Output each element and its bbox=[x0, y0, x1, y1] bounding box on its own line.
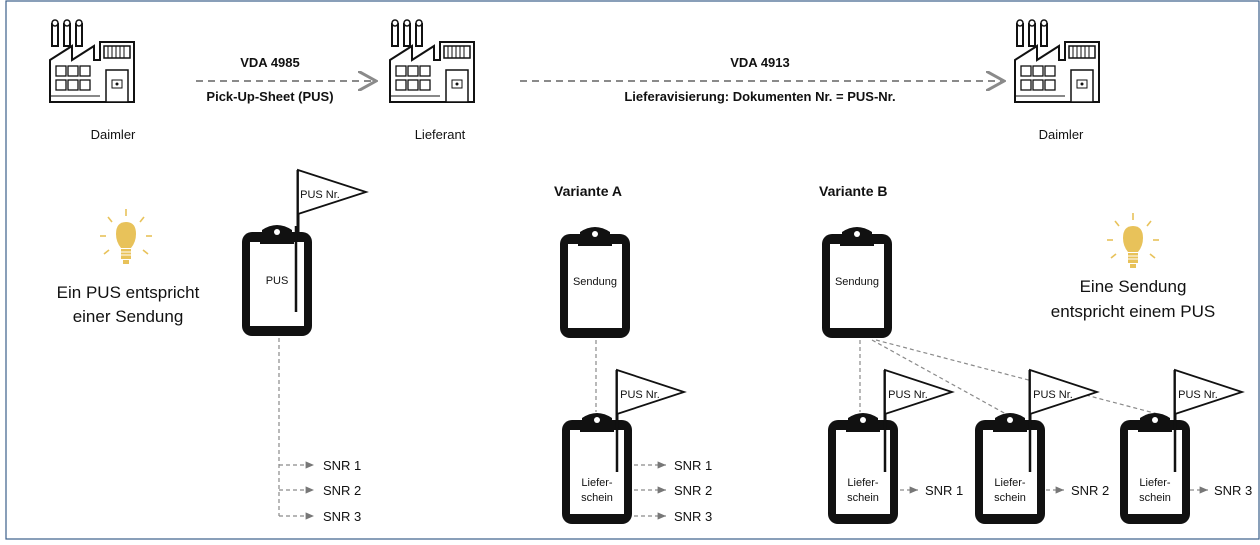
variant-b-lieferschein-3-icon bbox=[1120, 413, 1190, 524]
pus-snr-connectors bbox=[278, 338, 314, 520]
factory-lieferant-icon bbox=[389, 19, 475, 103]
variant-b-flag-1-label: PUS Nr. bbox=[888, 389, 928, 401]
variant-a-lieferschein-line1: Liefer- bbox=[581, 477, 613, 489]
variant-a-title: Variante A bbox=[554, 183, 622, 199]
factory-daimler-right-icon bbox=[1014, 19, 1100, 103]
variant-b-title: Variante B bbox=[819, 183, 887, 199]
factory-daimler-left-icon bbox=[49, 19, 135, 103]
arrow2-bottom-label: Lieferavisierung: Dokumenten Nr. = PUS-N… bbox=[624, 89, 895, 104]
variant-a-flag-label: PUS Nr. bbox=[620, 389, 660, 401]
variant-b-lieferschein-2-line2: schein bbox=[994, 492, 1026, 504]
right-note-line2: entspricht einem PUS bbox=[1051, 302, 1215, 321]
variant-b-snr-1: SNR 1 bbox=[925, 483, 963, 498]
variant-b-flag-2-label: PUS Nr. bbox=[1033, 389, 1073, 401]
outer-frame bbox=[5, 0, 1260, 540]
variant-b-flag-3-label: PUS Nr. bbox=[1178, 389, 1218, 401]
arrow2-top-label: VDA 4913 bbox=[730, 55, 790, 70]
factory-label-lieferant: Lieferant bbox=[415, 127, 466, 142]
variant-b-lieferschein-3-line1: Liefer- bbox=[1139, 477, 1171, 489]
variant-b-lieferschein-1-line1: Liefer- bbox=[847, 477, 879, 489]
variant-b-lieferschein-2-line1: Liefer- bbox=[994, 477, 1026, 489]
left-note-line2: einer Sendung bbox=[73, 307, 184, 326]
variant-b-connectors bbox=[859, 339, 1159, 415]
factory-label-daimler-right: Daimler bbox=[1039, 127, 1084, 142]
arrow1-bottom-label: Pick-Up-Sheet (PUS) bbox=[206, 89, 333, 104]
variant-b-lieferschein-2-icon bbox=[975, 413, 1045, 524]
pus-snr-1: SNR 1 bbox=[323, 458, 361, 473]
variant-b-sendung-label: Sendung bbox=[835, 276, 879, 288]
right-note-line1: Eine Sendung bbox=[1080, 277, 1187, 296]
variant-a-snr-2: SNR 2 bbox=[674, 483, 712, 498]
variant-a-lieferschein-line2: schein bbox=[581, 492, 613, 504]
variant-a-snr-1: SNR 1 bbox=[674, 458, 712, 473]
variant-b-lieferschein-1-line2: schein bbox=[847, 492, 879, 504]
lightbulb-icon bbox=[100, 209, 152, 264]
arrow1-top-label: VDA 4985 bbox=[240, 55, 300, 70]
left-note-line1: Ein PUS entspricht bbox=[57, 283, 200, 302]
variant-b-lieferschein-3-line2: schein bbox=[1139, 492, 1171, 504]
variant-a-snr-connectors bbox=[634, 461, 666, 520]
factory-label-daimler-left: Daimler bbox=[91, 127, 136, 142]
variant-b-snr-2: SNR 2 bbox=[1071, 483, 1109, 498]
variant-a-snr-3: SNR 3 bbox=[674, 509, 712, 524]
variant-b-lieferschein-1-icon bbox=[828, 413, 898, 524]
pus-snr-2: SNR 2 bbox=[323, 483, 361, 498]
pus-snr-3: SNR 3 bbox=[323, 509, 361, 524]
variant-b-snr-3: SNR 3 bbox=[1214, 483, 1252, 498]
lightbulb-icon bbox=[1107, 213, 1159, 268]
variant-a-sendung-label: Sendung bbox=[573, 276, 617, 288]
variant-a-lieferschein-clipboard-icon bbox=[562, 413, 632, 524]
pus-clipboard-label: PUS bbox=[266, 275, 289, 287]
pus-flag-label: PUS Nr. bbox=[300, 189, 340, 201]
